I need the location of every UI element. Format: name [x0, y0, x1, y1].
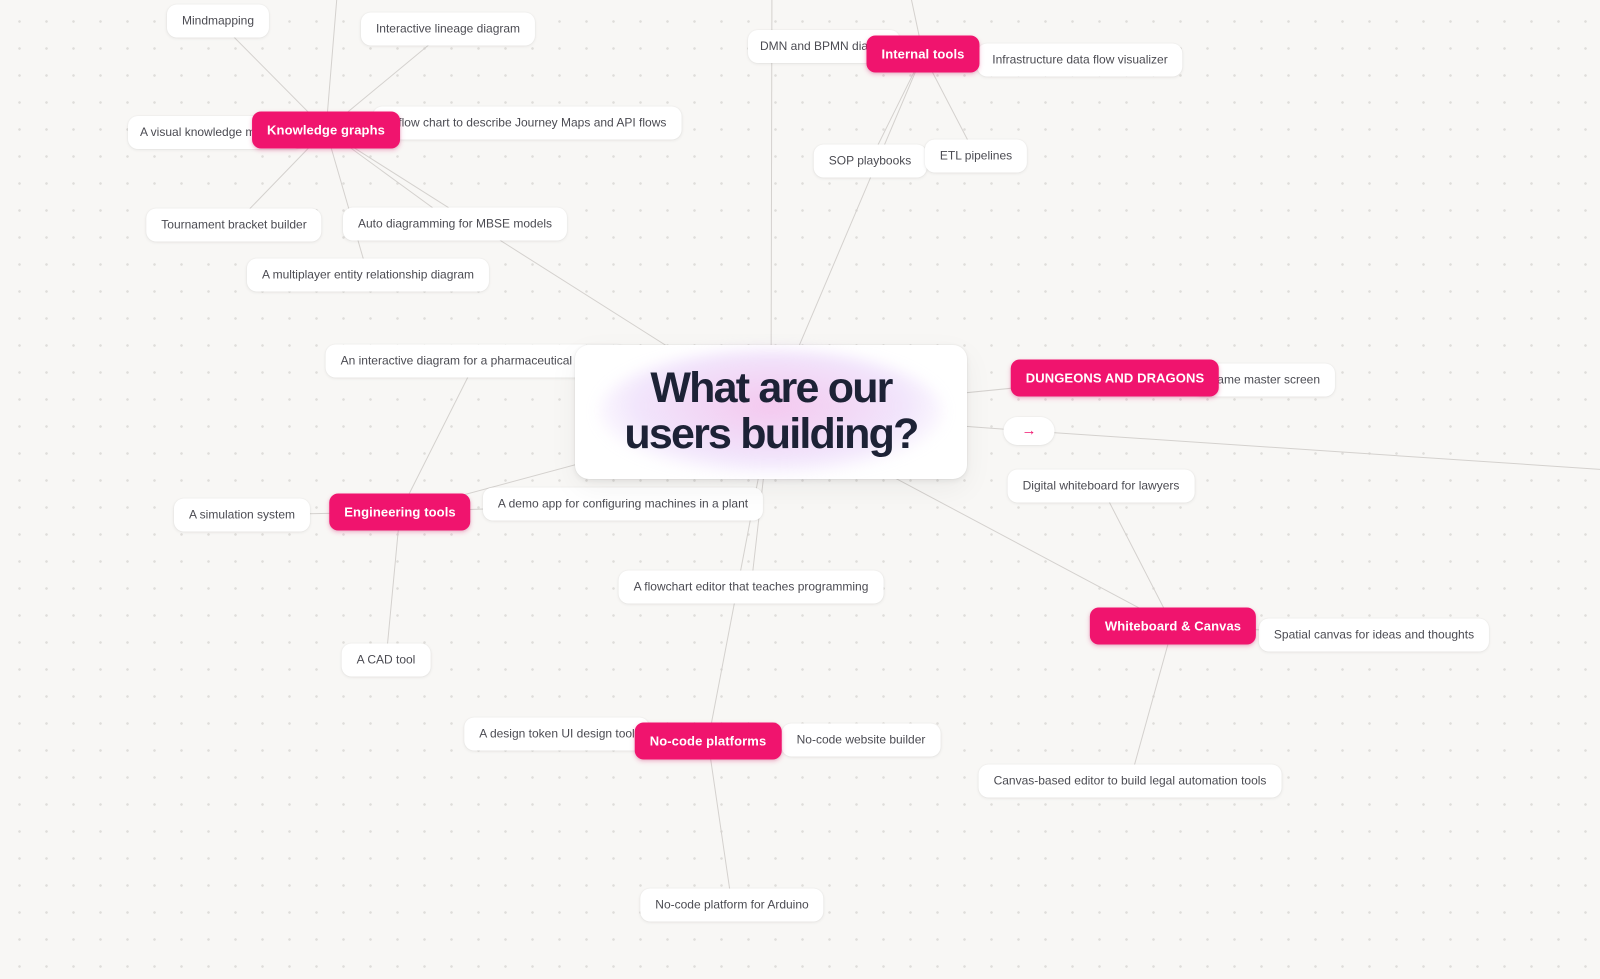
node-web[interactable]: No-code website builder	[781, 723, 941, 757]
node-mbse[interactable]: Auto diagramming for MBSE models	[342, 207, 568, 241]
central-topic-title: What are our users building?	[624, 364, 919, 458]
connector-line	[1028, 430, 1600, 470]
node-mindmapping[interactable]: Mindmapping	[166, 4, 270, 38]
node-spatial[interactable]: Spatial canvas for ideas and thoughts	[1258, 618, 1490, 652]
arrow-right-icon: →	[1021, 422, 1037, 439]
connector-line	[325, 129, 369, 276]
connector-line	[1129, 625, 1174, 782]
node-arrow[interactable]: →	[1003, 417, 1055, 445]
node-demo[interactable]: A demo app for configuring machines in a…	[482, 487, 764, 521]
node-etl[interactable]: ETL pipelines	[924, 139, 1028, 173]
node-tournament[interactable]: Tournament bracket builder	[146, 208, 322, 242]
node-it[interactable]: Internal tools	[866, 35, 980, 73]
node-dnd[interactable]: DUNGEONS AND DRAGONS	[1010, 359, 1220, 397]
node-token[interactable]: A design token UI design tool	[464, 717, 650, 751]
node-sop[interactable]: SOP playbooks	[813, 144, 927, 178]
node-legal[interactable]: Canvas-based editor to build legal autom…	[978, 764, 1282, 798]
central-topic-node[interactable]: What are our users building?	[575, 345, 967, 479]
node-erd[interactable]: A multiplayer entity relationship diagra…	[246, 258, 490, 292]
connector-line	[385, 511, 401, 661]
node-arduino[interactable]: No-code platform for Arduino	[640, 888, 824, 922]
node-sim[interactable]: A simulation system	[173, 498, 311, 532]
node-cad[interactable]: A CAD tool	[341, 643, 431, 677]
node-lawyers[interactable]: Digital whiteboard for lawyers	[1007, 469, 1195, 503]
connector-line	[399, 360, 477, 513]
node-wc[interactable]: Whiteboard & Canvas	[1089, 607, 1257, 645]
connector-line	[325, 0, 338, 131]
node-eng[interactable]: Engineering tools	[329, 493, 471, 531]
connector-line	[707, 740, 733, 906]
node-kg[interactable]: Knowledge graphs	[252, 111, 400, 149]
node-journey[interactable]: A flow chart to describe Journey Maps an…	[372, 106, 682, 140]
node-nc[interactable]: No-code platforms	[634, 722, 782, 760]
node-lineage[interactable]: Interactive lineage diagram	[360, 12, 536, 46]
connector-line	[1100, 485, 1174, 627]
node-infra[interactable]: Infrastructure data flow visualizer	[977, 43, 1183, 77]
node-teach[interactable]: A flowchart editor that teaches programm…	[618, 570, 884, 604]
